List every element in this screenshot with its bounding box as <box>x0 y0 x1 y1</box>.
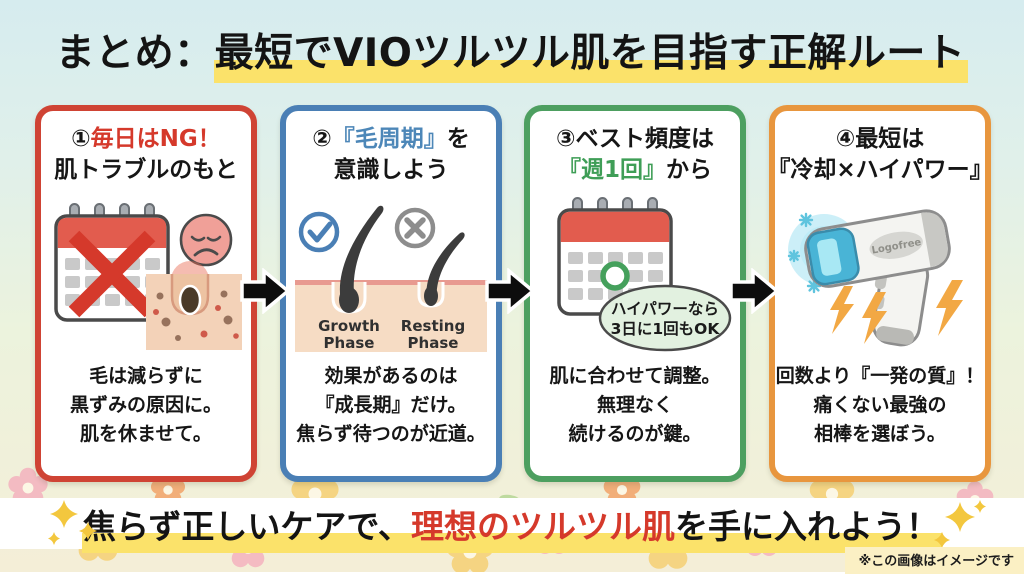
ipl-device-illustration: Logofree <box>787 209 963 347</box>
arrow-right-icon <box>729 268 779 314</box>
card3-title-line1: ③ベスト頻度は <box>556 126 714 152</box>
card2-title-accent: 『毛周期』 <box>331 126 447 152</box>
card2-illustration: Growth Phase Resting Phase <box>293 188 489 352</box>
red-x-icon <box>68 230 156 318</box>
bubble-line1: ハイパワーなら <box>611 300 719 318</box>
card2-title-line2: 意識しよう <box>333 157 449 183</box>
card-step4-device: ④最短は 『冷却×ハイパワー』 <box>767 105 993 482</box>
resting-phase-label: Resting <box>401 317 465 335</box>
banner-pre: 焦らず正しいケアで、 <box>82 506 412 546</box>
card1-number: ① <box>71 126 91 152</box>
hair-growth-phase-illustration: Growth Phase Resting Phase <box>295 205 487 352</box>
lightning-icon <box>830 280 963 344</box>
card4-title: ④最短は 『冷却×ハイパワー』 <box>767 124 992 186</box>
page-title-highlight: 最短でVIOツルツル肌を目指す正解ルート <box>213 31 969 83</box>
banner-accent: 理想のツルツル肌 <box>411 506 676 546</box>
check-circle-icon <box>298 211 340 253</box>
card4-body: 回数より『一発の質』！ 痛くない最強の 相棒を選ぼう。 <box>775 365 985 445</box>
calendar-x-irritated-skin-illustration <box>54 203 242 350</box>
sparkle-icon <box>48 500 97 545</box>
card2-body: 効果があるのは 『成長期』だけ。 焦らず待つのが近道。 <box>296 365 486 445</box>
banner-text: 焦らず正しいケアで、理想のツルツル肌を手に入れよう！ <box>81 500 943 553</box>
banner-post: を手に入れよう！ <box>675 506 940 546</box>
resting-hair <box>426 232 465 300</box>
calendar-x-icon <box>54 203 170 322</box>
card2-number: ② <box>312 126 332 152</box>
card1-body: 毛は減らずに 黒ずみの原因に。 肌を休ませて。 <box>69 365 222 445</box>
arrow-right-icon <box>485 268 535 314</box>
x-circle-icon <box>394 207 436 249</box>
card3-body: 肌に合わせて調整。 無理なく 続けるのが鍵。 <box>549 365 721 445</box>
sad-face-icon <box>179 213 233 267</box>
growth-phase-label: Growth <box>318 317 380 335</box>
card4-title-line1: ④最短は <box>835 126 925 152</box>
card3-illustration: ハイパワーなら 3日に1回もOK <box>537 188 733 352</box>
card-step1-daily-ng: ①毎日はNG！ 肌トラブルのもと <box>35 105 257 482</box>
page-title: まとめ：最短でVIOツルツル肌を目指す正解ルート <box>0 22 1024 83</box>
card1-title-line2: 肌トラブルのもと <box>54 157 238 183</box>
image-disclaimer-note: ※この画像はイメージです <box>844 547 1024 574</box>
arrow-right-icon <box>240 268 290 314</box>
snowflake-icon <box>787 212 822 294</box>
green-circle-day-icon <box>600 261 630 291</box>
card3-title-accent: 『週1回』 <box>557 157 666 183</box>
card-step3-frequency: ③ベスト頻度は 『週1回』から ハ <box>524 105 746 482</box>
speech-bubble: ハイパワーなら 3日に1回もOK <box>598 284 732 352</box>
device-head: Logofree <box>804 209 951 288</box>
irritated-skin-icon <box>146 261 242 350</box>
sparkle-icon <box>934 500 986 548</box>
svg-text:Phase: Phase <box>324 334 375 352</box>
page-title-prefix: まとめ： <box>55 31 214 76</box>
card3-title: ③ベスト頻度は 『週1回』から <box>556 126 714 183</box>
bottom-banner: 焦らず正しいケアで、理想のツルツル肌を手に入れよう！ <box>0 498 1024 553</box>
card-step2-hair-cycle: ②『毛周期』を 意識しよう Growt <box>280 105 502 482</box>
svg-text:Phase: Phase <box>408 334 459 352</box>
bubble-line2: 3日に1回もOK <box>611 320 721 338</box>
card4-title-line2: 『冷却×ハイパワー』 <box>767 157 993 183</box>
card1-illustration <box>48 188 244 352</box>
card1-title: ①毎日はNG！ 肌トラブルのもと <box>54 124 238 186</box>
card1-title-accent: 毎日はNG！ <box>90 126 221 152</box>
card2-title: ②『毛周期』を 意識しよう <box>312 126 470 183</box>
calendar-weekly-illustration: ハイパワーなら 3日に1回もOK <box>557 197 732 352</box>
skin-band <box>295 280 487 352</box>
growth-hair <box>339 205 384 306</box>
card4-illustration: Logofree <box>780 188 980 352</box>
